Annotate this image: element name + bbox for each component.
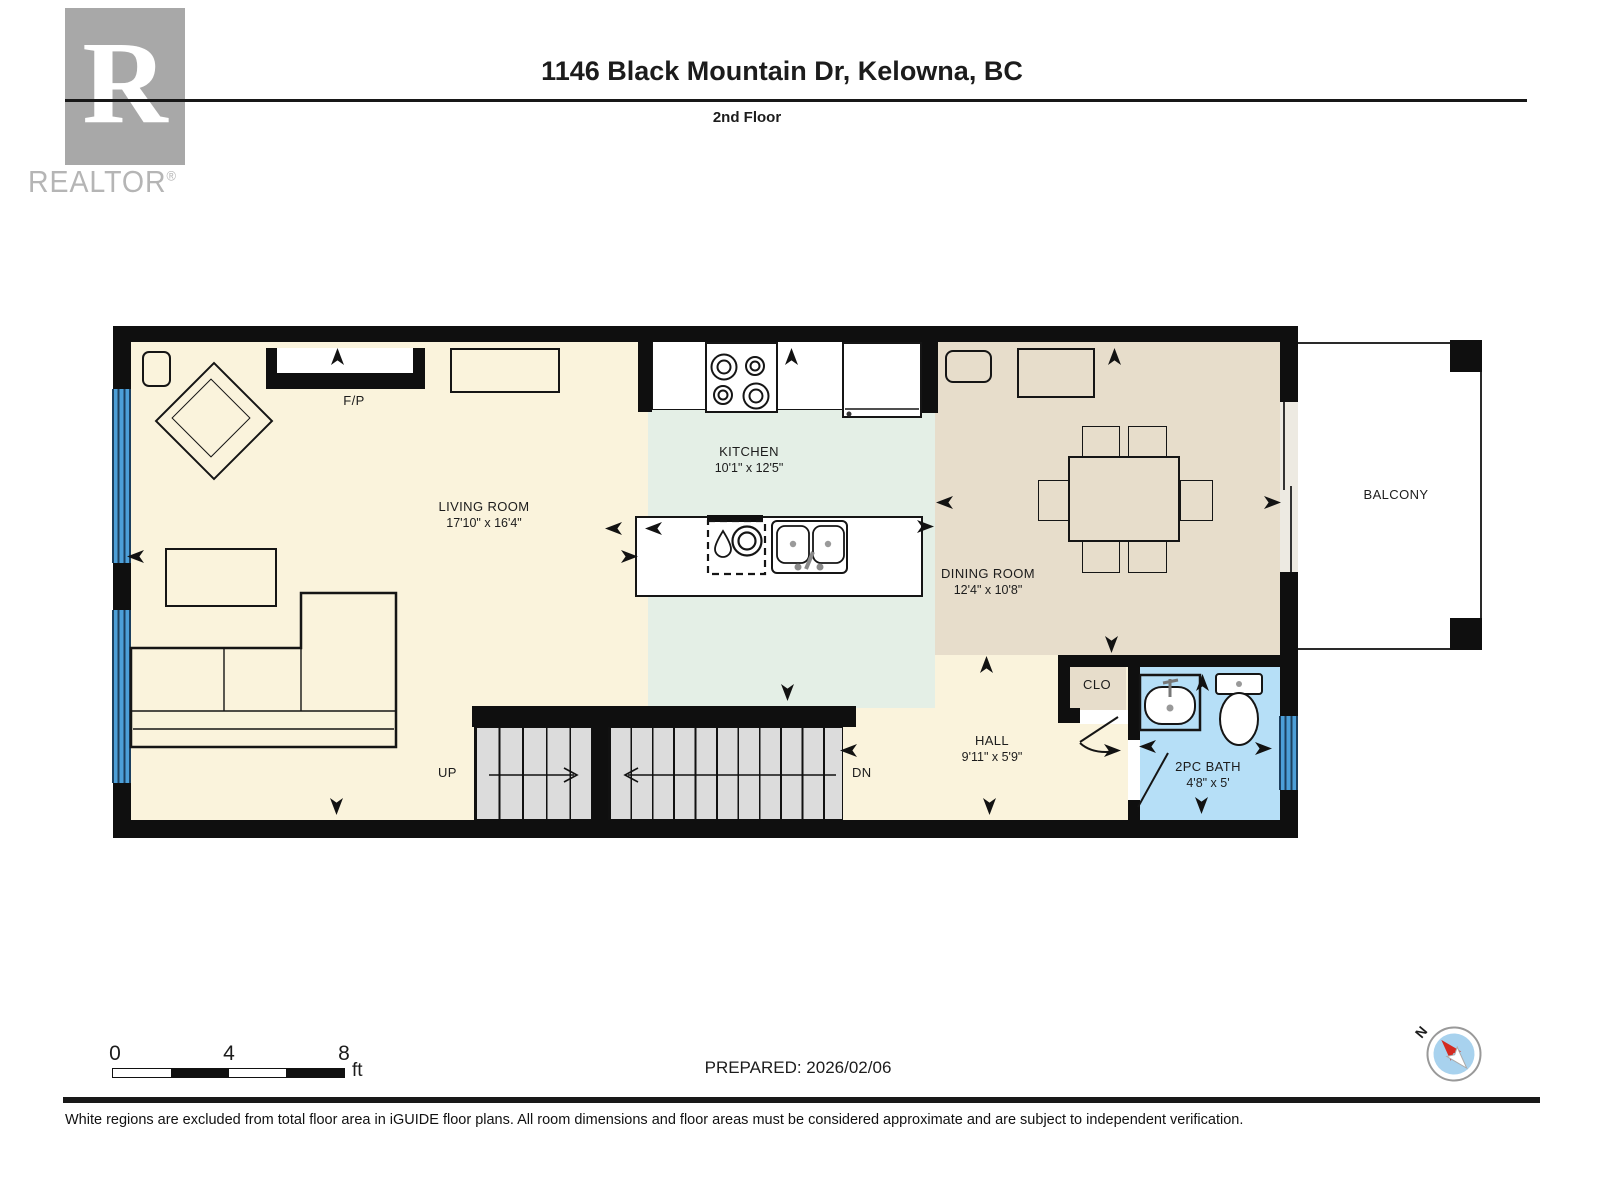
fireplace-side [266, 348, 277, 389]
stairs-up [474, 727, 592, 820]
realtor-logo-icon: R [65, 8, 185, 165]
dining-chair [1082, 540, 1120, 573]
stairs-up-label: UP [438, 765, 457, 780]
stairs-down-label: DN [852, 765, 872, 780]
bath-label: 2PC BATH 4'8" x 5' [1175, 759, 1241, 791]
hall-label: HALL 9'11" x 5'9" [961, 733, 1023, 765]
wall-bath-divider-lower [1128, 800, 1140, 820]
fireplace-hearth [266, 373, 425, 389]
disclaimer-text: White regions are excluded from total fl… [65, 1112, 1244, 1128]
closet-door-gap [1080, 710, 1128, 724]
balcony-floor [1298, 342, 1482, 650]
bath-floor [1140, 660, 1280, 820]
balcony-post-top [1450, 340, 1482, 372]
coffee-table [165, 548, 277, 607]
scale-tick-8: 8 [338, 1042, 350, 1065]
wall-kitchen-dining-stub [922, 342, 938, 413]
wall-kitchen-left-stub [638, 342, 652, 412]
wall-closet-left [1058, 655, 1070, 723]
window-left-upper [112, 389, 131, 563]
window-bath [1279, 716, 1298, 790]
prepared-date: PREPARED: 2026/02/06 [704, 1058, 892, 1077]
wall-bath-top [1058, 655, 1280, 667]
dining-table [1068, 456, 1180, 542]
dining-chair [1128, 540, 1167, 573]
media-console [450, 348, 560, 393]
stairs-down [608, 727, 843, 820]
scale-tick-4: 4 [223, 1042, 235, 1065]
scale-unit-label: ft [352, 1060, 363, 1081]
page-title: 1146 Black Mountain Dr, Kelowna, BC [541, 56, 1023, 86]
dining-chair [1038, 480, 1069, 521]
side-table [142, 351, 171, 387]
fireplace-firebox [277, 348, 413, 373]
scale-tick-0: 0 [109, 1042, 121, 1065]
dining-chair [1180, 480, 1213, 521]
wall-bottom [113, 820, 1298, 838]
realtor-logo-text: REALTOR® [28, 164, 177, 199]
bath-door-gap [1128, 740, 1140, 800]
dining-room-label: DINING ROOM 12'4" x 10'8" [941, 566, 1035, 598]
compass-north-label: N [1411, 1022, 1431, 1042]
footer-divider [63, 1097, 1540, 1103]
wall-bath-divider-upper [1128, 655, 1140, 740]
balcony-post-bottom [1450, 618, 1482, 650]
compass-icon [1426, 1026, 1482, 1082]
title-divider [65, 99, 1527, 102]
kitchen-label: KITCHEN 10'1" x 12'5" [714, 444, 784, 476]
dining-chair [1082, 426, 1120, 458]
wall-stair-divider [592, 706, 608, 820]
realtor-logo-letter: R [82, 17, 168, 148]
closet-label: CLO [1083, 677, 1111, 692]
registered-mark: ® [166, 167, 177, 184]
wall-stairwell [472, 706, 856, 727]
living-room-label: LIVING ROOM 17'10" x 16'4" [438, 499, 530, 531]
balcony-label: BALCONY [1363, 487, 1429, 502]
sideboard [1017, 348, 1095, 398]
dining-chair [1128, 426, 1167, 458]
dining-side-chair [945, 350, 992, 383]
refrigerator [842, 342, 922, 418]
floor-subtitle: 2nd Floor [712, 109, 782, 126]
balcony-sliding-door [1280, 402, 1298, 572]
stove [705, 342, 778, 413]
wall-closet-corner [1058, 708, 1080, 723]
window-left-lower [112, 610, 131, 783]
closet-floor [1070, 667, 1126, 712]
fireplace-label: F/P [343, 393, 365, 408]
kitchen-island [635, 516, 923, 597]
scale-bar [112, 1068, 345, 1078]
wall-top [113, 326, 1298, 342]
